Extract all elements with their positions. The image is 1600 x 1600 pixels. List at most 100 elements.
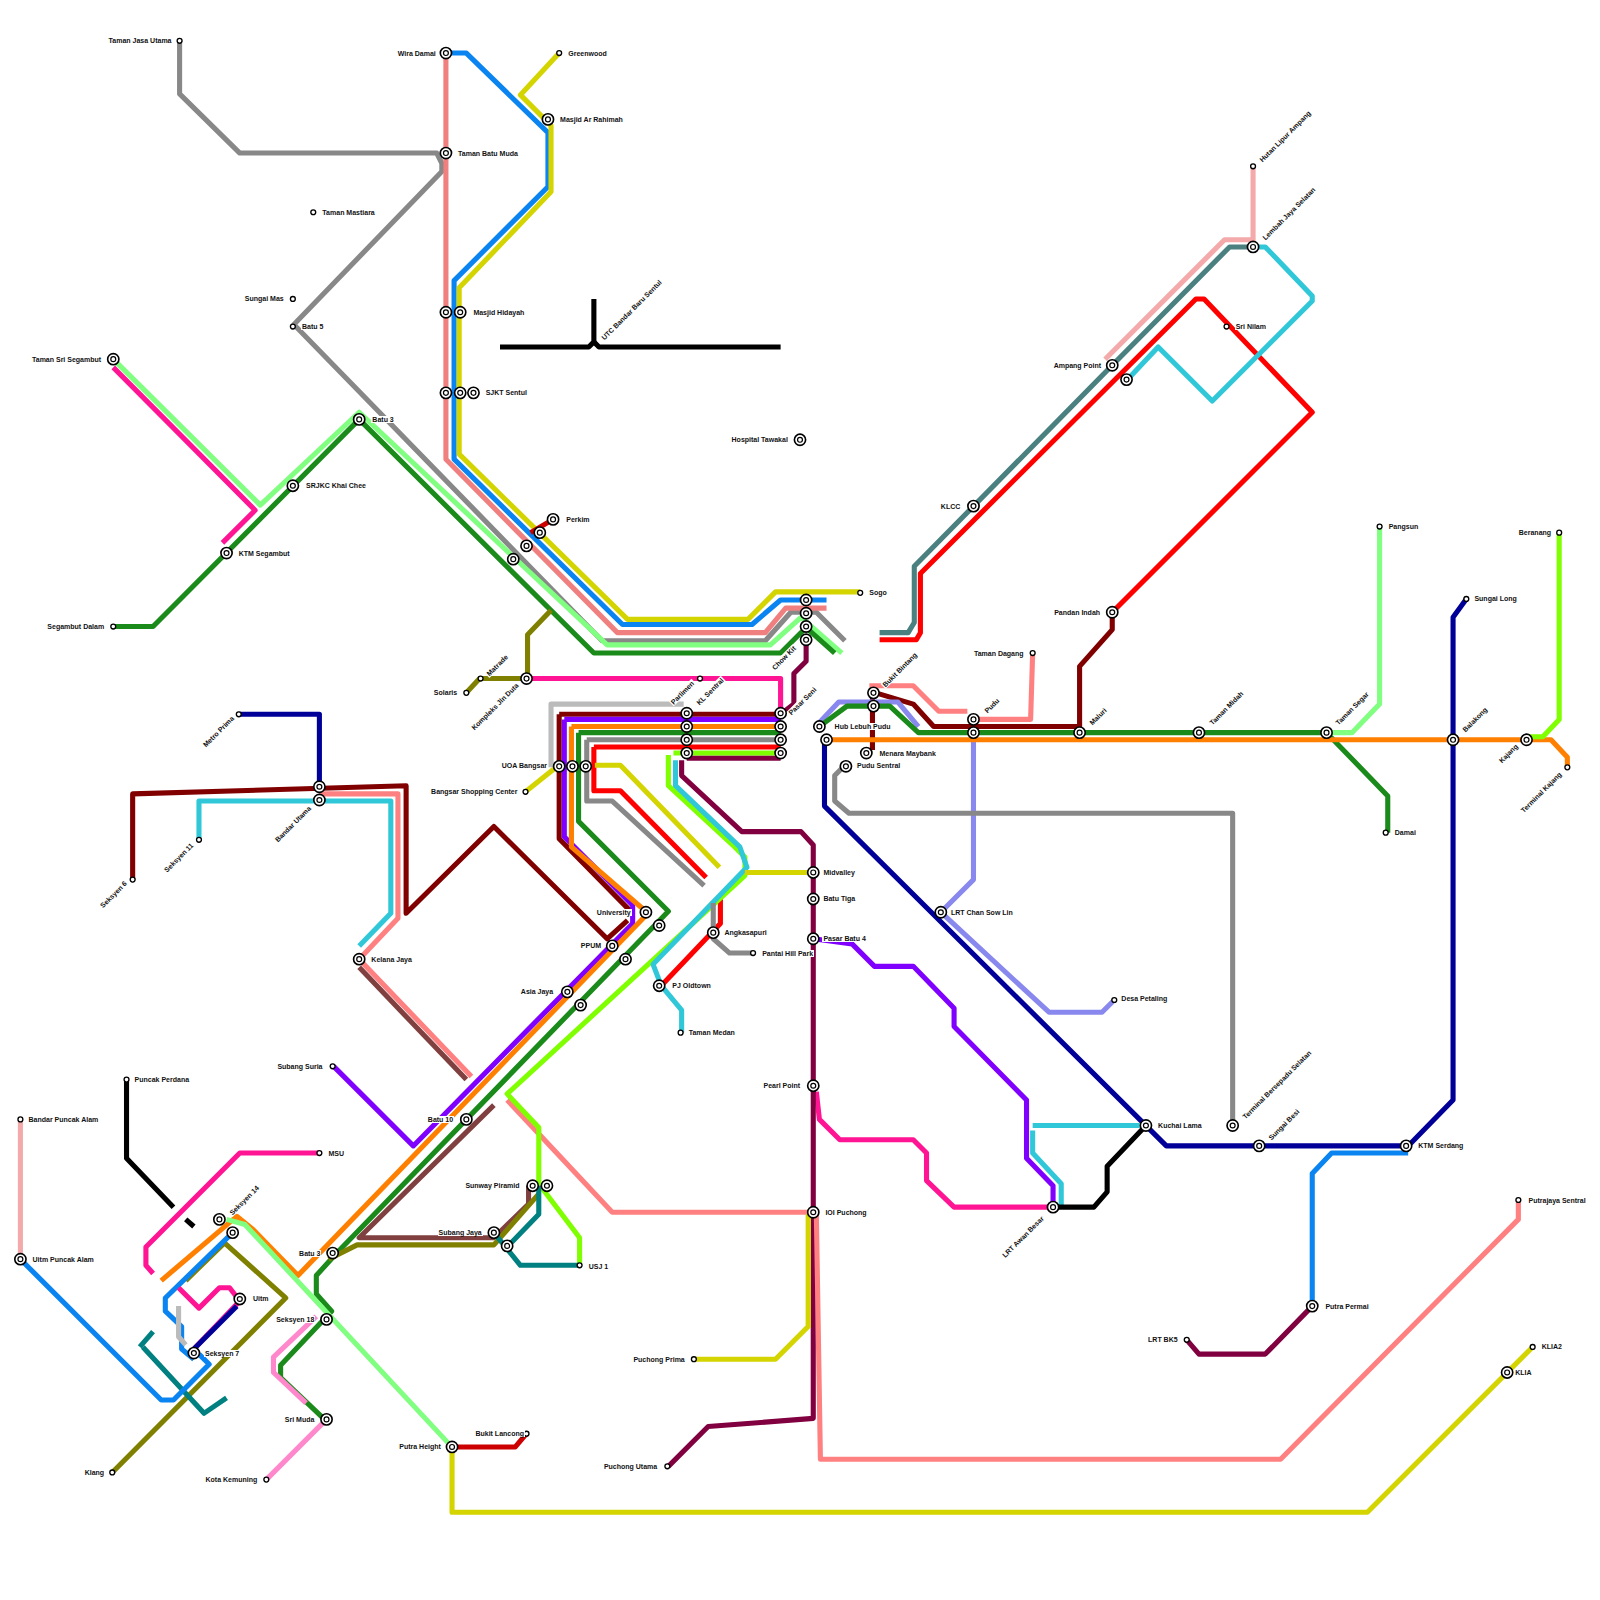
station-label: KTM Serdang <box>1417 1142 1464 1149</box>
station-marker <box>508 554 519 565</box>
station-marker <box>968 727 979 738</box>
station-marker <box>1557 530 1562 535</box>
station-label: Taman Medan <box>688 1029 736 1036</box>
station-marker <box>478 676 483 681</box>
station-marker <box>188 1347 199 1358</box>
station-marker <box>751 951 756 956</box>
station-marker <box>557 51 562 56</box>
station-marker <box>502 1240 513 1251</box>
station-marker <box>657 923 662 928</box>
station-marker <box>327 1247 338 1258</box>
station-marker <box>1247 241 1258 252</box>
station-label: Taman Midah <box>1208 689 1246 727</box>
station-marker <box>1447 734 1458 745</box>
station-marker <box>314 794 325 805</box>
station-marker <box>1143 1123 1148 1128</box>
station-marker <box>817 724 822 729</box>
station-marker <box>708 927 719 938</box>
station-marker <box>461 1114 472 1125</box>
station-label: Seksyen 6 <box>98 879 129 910</box>
station-marker <box>808 933 819 944</box>
station-marker <box>357 957 362 962</box>
station-marker <box>18 1257 23 1262</box>
station-marker <box>311 210 316 215</box>
station-marker <box>324 1317 329 1322</box>
station-marker <box>665 1464 670 1469</box>
station-label: Terminal Bersepadu Selatan <box>1240 1048 1313 1121</box>
station-marker <box>440 147 451 158</box>
station-marker <box>1464 597 1469 602</box>
station-marker <box>840 761 851 772</box>
station-label: KTM Segambut <box>238 550 291 557</box>
station-label: Pantai Hill Park <box>761 950 814 957</box>
station-marker <box>488 1227 499 1238</box>
station-label: Pasar Seni <box>786 685 818 717</box>
station-label: Taman Batu Muda <box>457 150 519 157</box>
station-marker <box>546 117 551 122</box>
station-marker <box>1197 730 1202 735</box>
station-marker <box>191 1351 196 1356</box>
station-label: Bandar Puncak Alam <box>27 1116 99 1123</box>
station-marker <box>450 1444 455 1449</box>
station-marker <box>458 390 463 395</box>
station-marker <box>711 930 716 935</box>
station-label: Puncak Perdana <box>134 1076 190 1083</box>
station-label: Taman Sri Segambut <box>31 356 102 363</box>
station-marker <box>237 1297 242 1302</box>
station-label: Subang Jaya <box>438 1229 483 1236</box>
station-label: Menara Maybank <box>879 750 937 757</box>
station-marker <box>1404 1143 1409 1148</box>
station-marker <box>1451 737 1456 742</box>
station-label: Sungai Mas <box>244 295 285 302</box>
station-marker <box>524 676 529 681</box>
station-marker <box>1077 730 1082 735</box>
station-marker <box>1383 830 1388 835</box>
station-marker <box>968 501 979 512</box>
station-label: IOI Puchong <box>824 1209 867 1216</box>
station-marker <box>317 1151 322 1156</box>
station-label: Desa Petaling <box>1120 995 1168 1002</box>
station-marker <box>317 798 322 803</box>
station-label: Batu 3 <box>371 416 394 423</box>
station-label: Puchong Prima <box>632 1356 685 1363</box>
station-marker <box>794 434 805 445</box>
station-marker <box>321 1414 332 1425</box>
station-label: Pearl Point <box>763 1082 802 1089</box>
station-label: Uitm <box>252 1295 270 1302</box>
station-marker <box>775 734 786 745</box>
station-label: Putra Height <box>398 1443 442 1450</box>
station-label: Bandar Utama <box>273 804 313 844</box>
station-marker <box>864 751 869 756</box>
station-label: Pangsun <box>1388 523 1420 530</box>
station-marker <box>1184 1337 1189 1342</box>
station-marker <box>1401 1140 1412 1151</box>
station-marker <box>565 989 570 994</box>
station-marker <box>871 704 876 709</box>
station-marker <box>458 310 463 315</box>
station-label: Klang <box>84 1469 105 1476</box>
station-marker <box>290 483 295 488</box>
station-label: Batu 5 <box>301 323 324 330</box>
station-label: Uitm Puncak Alam <box>32 1256 95 1263</box>
station-label: Kajang <box>1497 742 1520 765</box>
station-marker <box>1251 244 1256 249</box>
station-marker <box>811 897 816 902</box>
station-marker <box>1505 1370 1510 1375</box>
station-marker <box>1251 164 1256 169</box>
station-marker <box>938 910 943 915</box>
station-label: Terminal Kajang <box>1519 770 1564 815</box>
station-marker <box>230 1230 235 1235</box>
station-marker <box>124 1077 129 1082</box>
station-marker <box>1310 1304 1315 1309</box>
station-label: Perkim <box>565 516 590 523</box>
station-marker <box>440 307 451 318</box>
station-label: USJ 1 <box>588 1263 609 1270</box>
station-label: UOA Bangsar <box>501 762 548 769</box>
station-label: KLIA <box>1514 1369 1532 1376</box>
station-marker <box>1112 998 1117 1003</box>
station-marker <box>544 1183 549 1188</box>
station-marker <box>521 673 532 684</box>
station-label: Metro Prima <box>201 714 236 749</box>
